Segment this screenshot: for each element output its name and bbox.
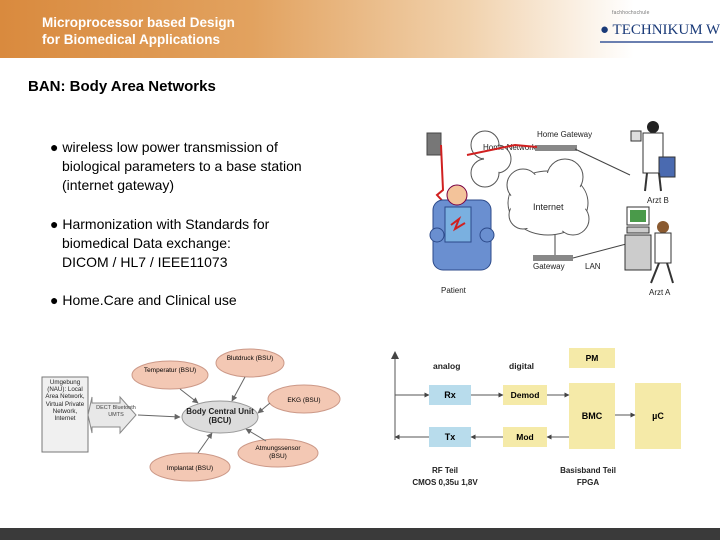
- arrow: [245, 428, 267, 442]
- lan-label: LAN: [585, 262, 601, 271]
- doctor-b-figure: [630, 121, 676, 192]
- rf-tech-label: CMOS 0,35u 1,8V: [412, 478, 478, 487]
- gateway-label: Gateway: [533, 262, 565, 271]
- home-gateway-label: Home Gateway: [537, 130, 592, 139]
- link-line: [574, 148, 631, 176]
- block-diagram: analog digital Rx Demod Tx Mod PM BMC µC…: [391, 348, 681, 487]
- arrow: [257, 402, 271, 414]
- umgebung-text-wrap: Umgebung (NAU): Local Area Network, Virt…: [45, 379, 85, 423]
- dect-arrow: [87, 395, 137, 435]
- home-network-cloud: [470, 130, 512, 188]
- bullet-standards: ● Harmonization with Standards for biome…: [50, 215, 269, 272]
- header-title-line2: for Biomedical Applications: [42, 32, 221, 47]
- bullet-wireless: ● wireless low power transmission of bio…: [50, 138, 302, 195]
- arrow: [231, 376, 246, 402]
- internet-label: Internet: [533, 202, 564, 212]
- logo-underline: [600, 41, 713, 43]
- rx-label: Rx: [444, 390, 456, 400]
- temperatur-node: [131, 360, 209, 390]
- logo-small-text: fachhochschule: [612, 10, 650, 16]
- bullet-line: DICOM / HL7 / IEEE11073: [62, 254, 228, 270]
- arrow: [137, 413, 181, 420]
- mod-label: Mod: [516, 432, 533, 442]
- patient-figure: [429, 184, 495, 271]
- demod-block: [503, 385, 547, 405]
- blutdruck-node: [215, 348, 285, 378]
- home-network-label: Home Network: [483, 143, 537, 152]
- umgebung-label: Umgebung (NAU): Local Area Network, Virt…: [45, 379, 85, 423]
- digital-label: digital: [509, 361, 534, 371]
- ekg-node: [267, 384, 341, 414]
- bullet-line: ● wireless low power transmission of: [50, 139, 278, 155]
- temperatur-label: Temperatur (BSU): [143, 367, 197, 374]
- blutdruck-label: Blutdruck (BSU): [226, 355, 274, 362]
- uc-label: µC: [652, 411, 664, 421]
- bb-teil-label: Basisband Teil: [560, 466, 616, 475]
- mod-block: [503, 427, 547, 447]
- wireless-link: [466, 143, 538, 156]
- tx-block: [429, 427, 471, 447]
- bcu-text-wrap: Body Central Unit (BCU): [186, 407, 254, 425]
- bcu-label: Body Central Unit (BCU): [186, 407, 254, 425]
- umgebung-box: [41, 376, 89, 453]
- bb-tech-label: FPGA: [577, 478, 599, 487]
- arzt-b-label: Arzt B: [647, 196, 669, 205]
- demod-label: Demod: [511, 390, 540, 400]
- tx-label: Tx: [445, 432, 456, 442]
- footer-bar: [0, 528, 720, 540]
- header-title: Microprocessor based Design for Biomedic…: [42, 14, 235, 48]
- rf-teil-label: RF Teil: [432, 466, 458, 475]
- analog-label: analog: [433, 361, 460, 371]
- bullet-line: ● Harmonization with Standards for: [50, 216, 270, 232]
- ekg-label: EKG (BSU): [287, 397, 320, 404]
- slide-header: Microprocessor based Design for Biomedic…: [0, 0, 720, 58]
- arzt-a-label: Arzt A: [649, 288, 671, 297]
- patient-label: Patient: [441, 286, 467, 295]
- arrow: [179, 388, 199, 404]
- bullet-line: ● Home.Care and Clinical use: [50, 292, 237, 308]
- arrow: [197, 432, 213, 454]
- implantat-node: [149, 452, 231, 482]
- pm-label: PM: [586, 353, 599, 363]
- home-gateway-device: [535, 145, 577, 151]
- bullet-line: (internet gateway): [62, 177, 175, 193]
- doctor-a-figure: [624, 206, 674, 284]
- link-line: [572, 242, 631, 259]
- sensor-box: [426, 132, 442, 156]
- home-network-text: Home Network: [483, 143, 537, 152]
- bullet-line: biomedical Data exchange:: [62, 235, 231, 251]
- dect-label: DECT Bluetooth UMTS: [96, 405, 136, 418]
- network-figure: Internet Home Network Home Gateway Gatew…: [426, 121, 676, 297]
- header-title-line1: Microprocessor based Design: [42, 15, 235, 30]
- bmc-block: [569, 383, 615, 449]
- bcu-node: [181, 400, 259, 434]
- implantat-label: Implantat (BSU): [167, 465, 213, 472]
- dect-text-wrap: DECT Bluetooth UMTS: [96, 405, 136, 418]
- bullet-line: biological parameters to a base station: [62, 158, 302, 174]
- logo-name: ● TECHNIKUM WIEN: [600, 22, 720, 38]
- gateway-device: [533, 255, 573, 261]
- bullet-homecare: ● Home.Care and Clinical use: [50, 291, 237, 310]
- bmc-label: BMC: [582, 411, 603, 421]
- uc-block: [635, 383, 681, 449]
- rx-block: [429, 385, 471, 405]
- ban-diagram: Umgebung (NAU): Local Area Network, Virt…: [41, 348, 341, 482]
- technikum-wien-logo: fachhochschule ● TECHNIKUM WIEN: [600, 8, 720, 53]
- slide-title: BAN: Body Area Networks: [28, 78, 216, 95]
- atmung-label: Atmungssensor (BSU): [255, 445, 301, 460]
- atmung-node: [237, 438, 319, 468]
- internet-cloud: [506, 158, 590, 236]
- pm-block: [569, 348, 615, 368]
- antenna-icon: [391, 351, 399, 359]
